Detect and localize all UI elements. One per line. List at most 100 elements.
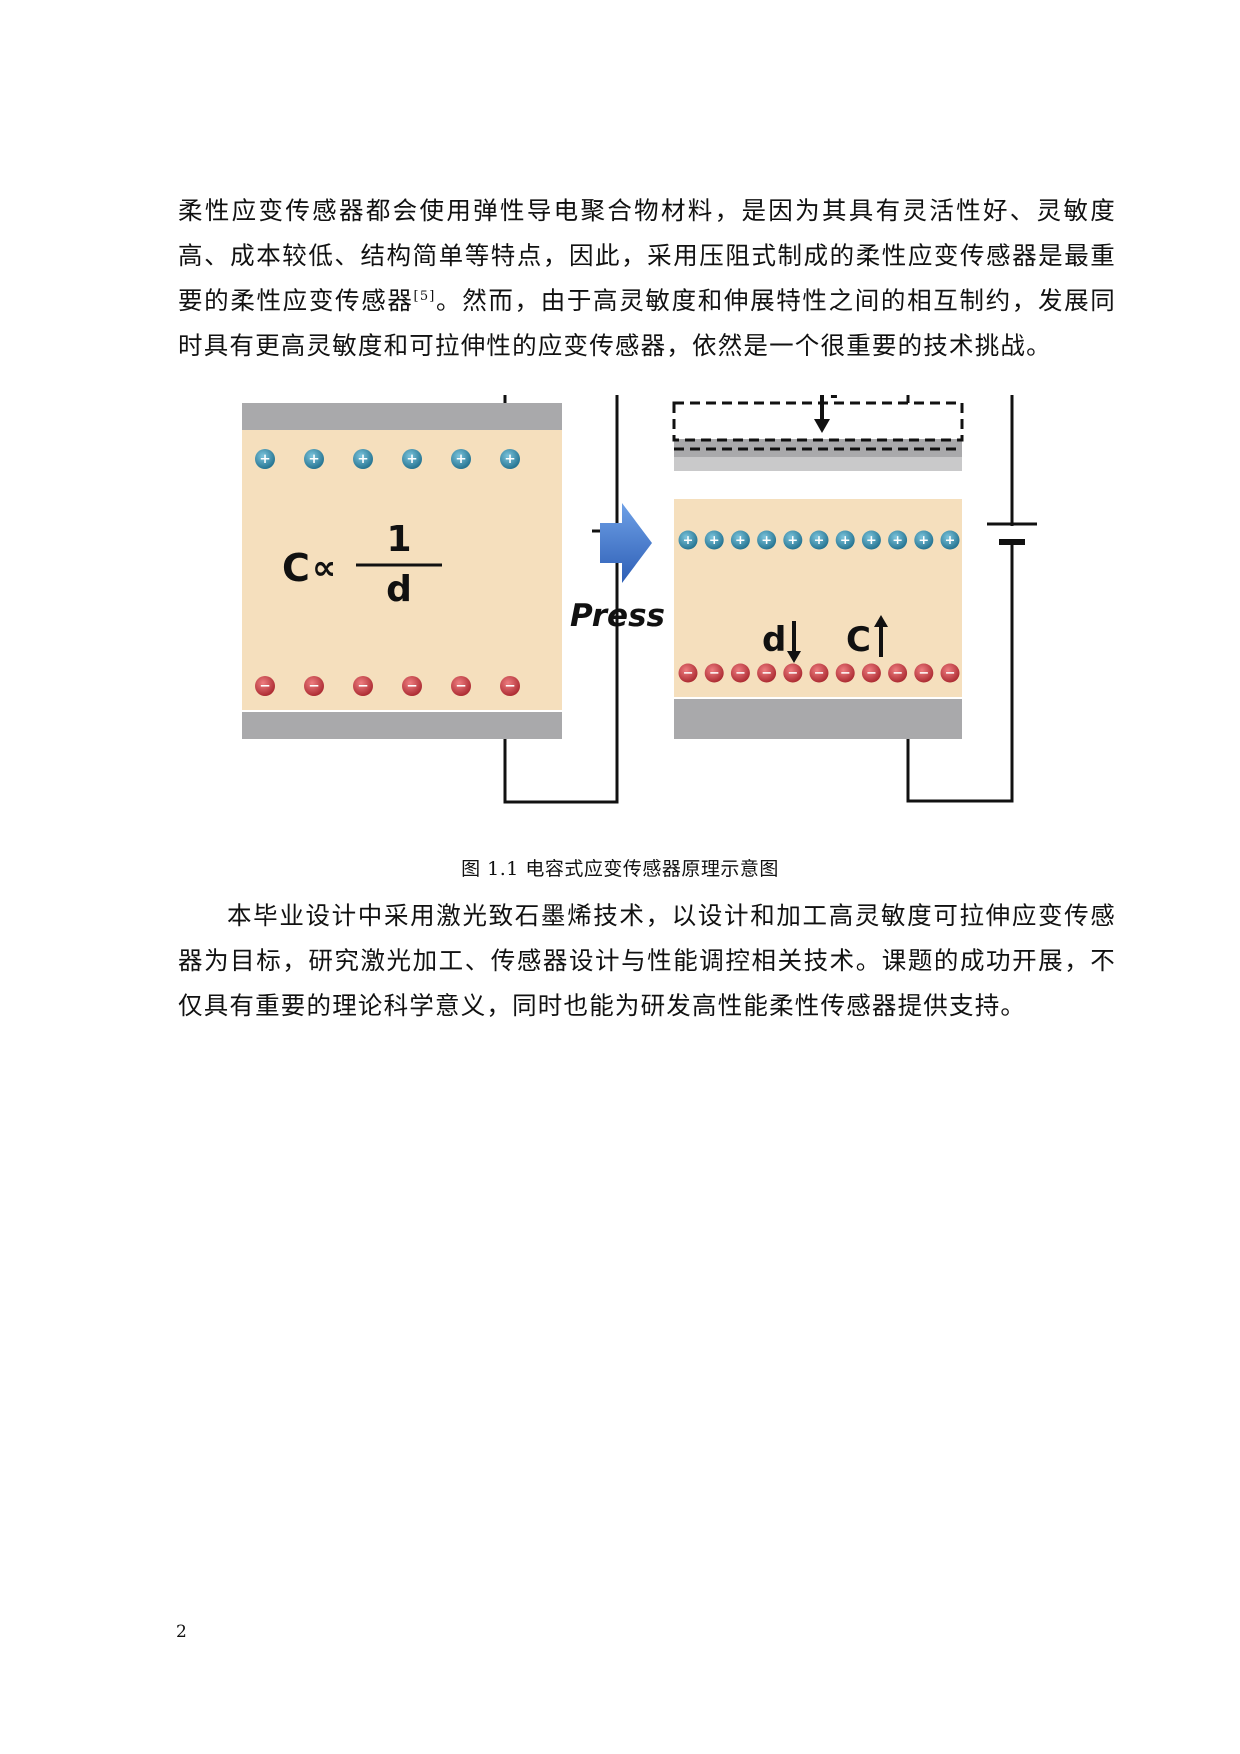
minus-sign: − (357, 678, 368, 694)
right-electrode-shadow (674, 457, 962, 471)
right-bottom-electrode (674, 699, 962, 739)
arrow-down-icon (814, 419, 830, 433)
paragraph-1-text-a: 柔性应变传感器都会使用弹性导电聚合物材料，是因为其具有灵活性好、灵敏度高、成本较… (178, 196, 1116, 315)
positive-charge-icon (861, 530, 881, 550)
force-arrow: F (814, 395, 850, 433)
right-circuit-wire (906, 395, 1014, 803)
positive-charge-icon (678, 530, 698, 550)
positive-charge-icon (255, 449, 275, 469)
plus-sign: + (918, 533, 929, 548)
page-number: 2 (176, 1622, 187, 1642)
plus-sign: + (945, 533, 956, 548)
formula-denominator: d (386, 569, 412, 610)
minus-sign: − (814, 666, 825, 681)
citation-ref[interactable]: [5] (413, 288, 436, 304)
plus-sign: + (787, 533, 798, 548)
positive-charge-icon (757, 530, 777, 550)
right-battery (987, 522, 1037, 545)
distance-symbol: d (762, 620, 786, 660)
plus-sign: + (455, 451, 466, 467)
negative-charge-icon (730, 663, 750, 683)
minus-sign: − (892, 666, 903, 681)
plus-sign: + (866, 533, 877, 548)
positive-charge-icon (914, 530, 934, 550)
plus-sign: + (892, 533, 903, 548)
minus-sign: − (406, 678, 417, 694)
right-negative-charges: −−−−−−−−−−− (678, 663, 960, 683)
capacitance-symbol: C (846, 620, 871, 660)
negative-charge-icon (255, 676, 275, 696)
positive-charge-icon (835, 530, 855, 550)
paragraph-2: 本毕业设计中采用激光致石墨烯技术，以设计和加工高灵敏度可拉伸应变传感器为目标，研… (178, 901, 1116, 1020)
arrow-up-small-icon (874, 615, 888, 627)
left-bottom-electrode (242, 712, 562, 739)
minus-sign: − (761, 666, 772, 681)
negative-charge-icon (861, 663, 881, 683)
plus-sign: + (308, 451, 319, 467)
minus-sign: − (259, 678, 270, 694)
positive-charge-icon (500, 449, 520, 469)
negative-charge-icon (835, 663, 855, 683)
negative-charge-icon (888, 663, 908, 683)
negative-charge-icon (757, 663, 777, 683)
right-positive-charges: +++++++++++ (678, 530, 960, 550)
negative-charge-icon (704, 663, 724, 683)
formula-proportional: ∝ (312, 548, 336, 588)
plus-sign: + (259, 451, 270, 467)
minus-sign: − (308, 678, 319, 694)
minus-sign: − (735, 666, 746, 681)
minus-sign: − (840, 666, 851, 681)
negative-charge-icon (304, 676, 324, 696)
plus-sign: + (357, 451, 368, 467)
plus-sign: + (406, 451, 417, 467)
capacitance-formula: C ∝ 1 d (282, 519, 442, 610)
negative-charge-icon (353, 676, 373, 696)
right-capacitor: F +++++++++++ −−−−−−−−−−− d C (672, 395, 1037, 803)
left-positive-charges: + + + + + + (255, 449, 520, 469)
positive-charge-icon (704, 530, 724, 550)
press-arrow: Press (570, 503, 665, 634)
figure-caption: 图 1.1 电容式应变传感器原理示意图 (461, 858, 779, 880)
formula-numerator: 1 (386, 519, 411, 560)
minus-sign: − (918, 666, 929, 681)
minus-sign: − (945, 666, 956, 681)
paragraph-1-text-b: 。然而，由于高灵敏度和伸展特性之间的相互制约，发展同时具有更高灵敏度和可拉伸性的… (178, 286, 1116, 360)
plus-sign: + (840, 533, 851, 548)
positive-charge-icon (783, 530, 803, 550)
negative-charge-icon (783, 663, 803, 683)
plus-sign: + (504, 451, 515, 467)
right-change-indicators: d C (762, 615, 888, 663)
minus-sign: − (866, 666, 877, 681)
negative-charge-icon (940, 663, 960, 683)
negative-charge-icon (402, 676, 422, 696)
left-capacitor: ++++++ −−−−−− C ∝ 1 d (242, 395, 642, 804)
positive-charge-icon (353, 449, 373, 469)
minus-sign: − (455, 678, 466, 694)
negative-charge-icon (809, 663, 829, 683)
positive-charge-icon (402, 449, 422, 469)
plus-sign: + (683, 533, 694, 548)
negative-charge-icon (451, 676, 471, 696)
formula-c: C (282, 546, 310, 590)
plus-sign: + (761, 533, 772, 548)
left-negative-charges: −−−−−− (255, 676, 520, 696)
left-top-electrode (242, 403, 562, 430)
minus-sign: − (683, 666, 694, 681)
capacitive-sensor-figure: ++++++ −−−−−− C ∝ 1 d Press F +++ (242, 395, 1037, 804)
arrow-right-icon (600, 503, 652, 583)
negative-charge-icon (500, 676, 520, 696)
positive-charge-icon (940, 530, 960, 550)
left-dielectric (242, 428, 562, 710)
force-label: F (828, 395, 850, 406)
left-circuit-wire (503, 395, 619, 804)
minus-sign: − (787, 666, 798, 681)
negative-charge-icon (678, 663, 698, 683)
positive-charge-icon (809, 530, 829, 550)
paragraph-1: 柔性应变传感器都会使用弹性导电聚合物材料，是因为其具有灵活性好、灵敏度高、成本较… (178, 188, 1116, 368)
minus-sign: − (709, 666, 720, 681)
original-position-outline (672, 401, 964, 442)
plus-sign: + (709, 533, 720, 548)
press-label: Press (570, 598, 665, 634)
plus-sign: + (735, 533, 746, 548)
positive-charge-icon (304, 449, 324, 469)
